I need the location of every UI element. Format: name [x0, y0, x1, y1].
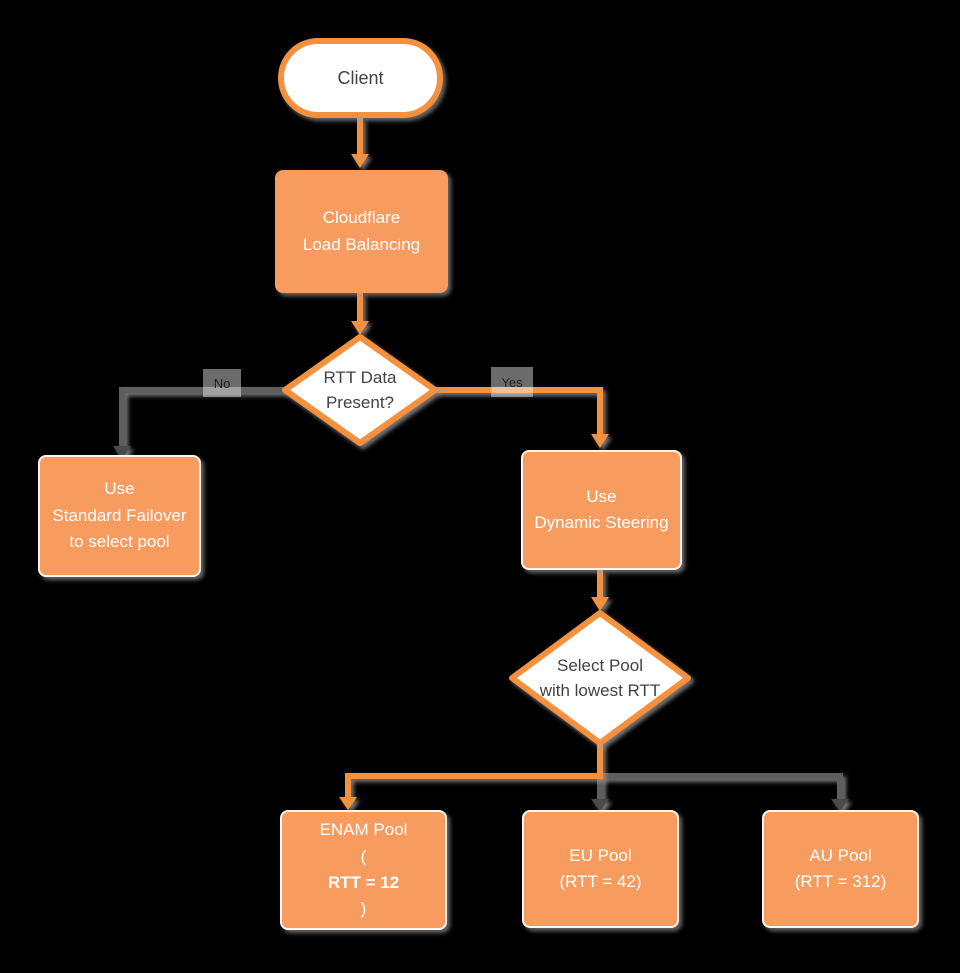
load-balancing-line2: Load Balancing [302, 234, 421, 254]
dynamic-steering-label: Use Dynamic Steering [534, 484, 668, 537]
eu-pool-line1: EU Pool [569, 845, 632, 865]
au-pool-line1: AU Pool [809, 845, 872, 865]
edge-decision-arrowhead-icon [351, 321, 369, 335]
dynamic-steering-node: Use Dynamic Steering [521, 450, 682, 570]
standard-failover-node: Use Standard Failover to select pool [38, 455, 201, 577]
client-label: Client [337, 67, 384, 88]
eu-pool-node: EU Pool (RTT = 42) [522, 810, 679, 928]
edge-to-au-connector [600, 773, 843, 802]
edge-to-enam-connector [345, 743, 603, 798]
enam-rtt-value: RTT = 12 [327, 873, 400, 892]
gray-connectors [113, 387, 849, 811]
au-pool-line2: (RTT = 312) [794, 872, 887, 891]
load-balancing-line1: Cloudflare [322, 208, 401, 228]
standard-failover-line2: Standard Failover [52, 505, 187, 525]
edge-au-arrowhead-icon [831, 799, 849, 811]
load-balancing-label: Cloudflare Load Balancing [303, 205, 420, 258]
standard-failover-line1: Use [104, 479, 135, 499]
standard-failover-line3: to select pool [69, 532, 170, 552]
select-pool-diamond [509, 610, 691, 746]
edge-label-yes: Yes [491, 367, 533, 397]
enam-paren-open: ( [360, 846, 367, 866]
dynamic-steering-line2: Dynamic Steering [534, 513, 669, 532]
enam-paren-close: ) [360, 899, 367, 919]
edge-no-connector [119, 387, 285, 448]
edge-label-no-text: No [213, 375, 231, 391]
edge-lb-arrowhead-icon [351, 154, 369, 168]
enam-pool-label: ENAM Pool ( RTT = 12) [320, 817, 408, 922]
load-balancing-node: Cloudflare Load Balancing [275, 170, 448, 293]
eu-pool-label: EU Pool (RTT = 42) [559, 843, 641, 896]
orange-connectors [339, 118, 609, 810]
edge-yes-connector [435, 387, 603, 435]
enam-pool-node: ENAM Pool ( RTT = 12) [280, 810, 447, 930]
enam-pool-line1: ENAM Pool [319, 820, 408, 840]
edge-label-yes-text: Yes [501, 374, 523, 390]
enam-pool-line2: ( RTT = 12) [320, 844, 408, 923]
edge-enam-arrowhead-icon [339, 797, 357, 810]
edge-eu-arrowhead-icon [591, 799, 609, 811]
dynamic-steering-line1: Use [586, 486, 617, 506]
standard-failover-label: Use Standard Failover to select pool [52, 476, 186, 555]
edge-label-no: No [203, 369, 241, 397]
rtt-decision-diamond [282, 334, 438, 446]
au-pool-node: AU Pool (RTT = 312) [762, 810, 919, 928]
edge-no-arrowhead-icon [113, 446, 131, 459]
au-pool-label: AU Pool (RTT = 312) [795, 843, 887, 896]
decision-shapes [282, 334, 691, 746]
client-node: Client [278, 38, 443, 118]
edge-select-arrowhead-icon [591, 597, 609, 611]
edge-yes-arrowhead-icon [591, 434, 609, 448]
eu-pool-line2: (RTT = 42) [559, 872, 642, 891]
